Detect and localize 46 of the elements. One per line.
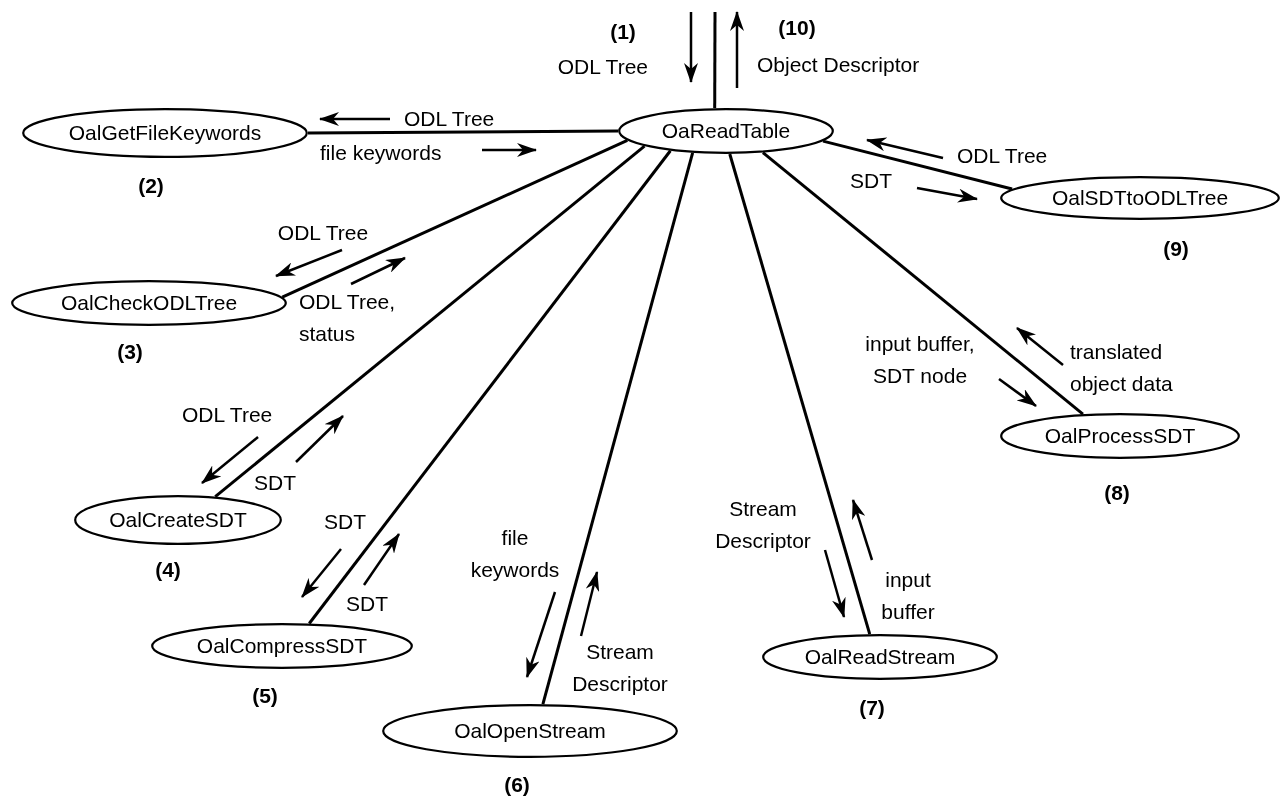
data-flow-label: Stream Descriptor [571, 639, 669, 697]
connector-line [713, 12, 717, 109]
connector-line [281, 139, 628, 299]
connector-line [728, 153, 872, 635]
data-flow-label: file keywords [320, 140, 443, 166]
data-flow-label: ODL Tree, status [299, 289, 397, 347]
connector-line [214, 144, 646, 498]
data-flow-label: SDT [346, 591, 389, 617]
module-name: OalReadStream [804, 645, 956, 669]
connector-line [308, 129, 618, 135]
module-name: OalCreateSDT [109, 508, 247, 532]
module-name: OalProcessSDT [1044, 424, 1196, 448]
data-flow-label: ODL Tree [957, 143, 1049, 169]
module-name: OalSDTtoODLTree [1051, 186, 1229, 210]
step-number: (2) [138, 174, 164, 198]
module-name: OalOpenStream [454, 719, 606, 743]
data-flow-label: Object Descriptor [757, 52, 921, 78]
data-flow-label: input buffer [880, 567, 936, 625]
step-number: (4) [155, 558, 181, 582]
data-flow-label: ODL Tree [404, 106, 496, 132]
data-flow-label: ODL Tree [556, 54, 648, 80]
data-flow-label: SDT [324, 509, 367, 535]
step-number: (3) [117, 340, 143, 364]
step-number: (1) [609, 19, 637, 45]
data-flow-label: ODL Tree [276, 220, 370, 246]
data-flow-label: input buffer, SDT node [864, 331, 976, 389]
step-number: (10) [777, 15, 817, 41]
connector-line [541, 152, 695, 705]
step-number: (5) [252, 684, 278, 708]
data-flow-label: Stream Descriptor [714, 496, 812, 554]
data-flow-label: SDT [254, 470, 297, 496]
data-flow-label: ODL Tree [182, 402, 274, 428]
data-flow-label: translated object data [1070, 339, 1174, 397]
connector-line [308, 149, 672, 625]
module-name: OaReadTable [661, 119, 791, 143]
step-number: (7) [859, 696, 885, 720]
data-flow-label: file keywords [469, 525, 561, 583]
connector-line [762, 151, 1084, 416]
module-name: OalCheckODLTree [60, 291, 238, 315]
module-name: OalCompressSDT [196, 634, 368, 658]
data-flow-label: SDT [850, 168, 893, 194]
connector-line [822, 139, 1013, 191]
step-number: (9) [1163, 237, 1189, 261]
module-name: OalGetFileKeywords [68, 121, 262, 145]
step-number: (8) [1104, 481, 1130, 505]
step-number: (6) [504, 773, 530, 797]
